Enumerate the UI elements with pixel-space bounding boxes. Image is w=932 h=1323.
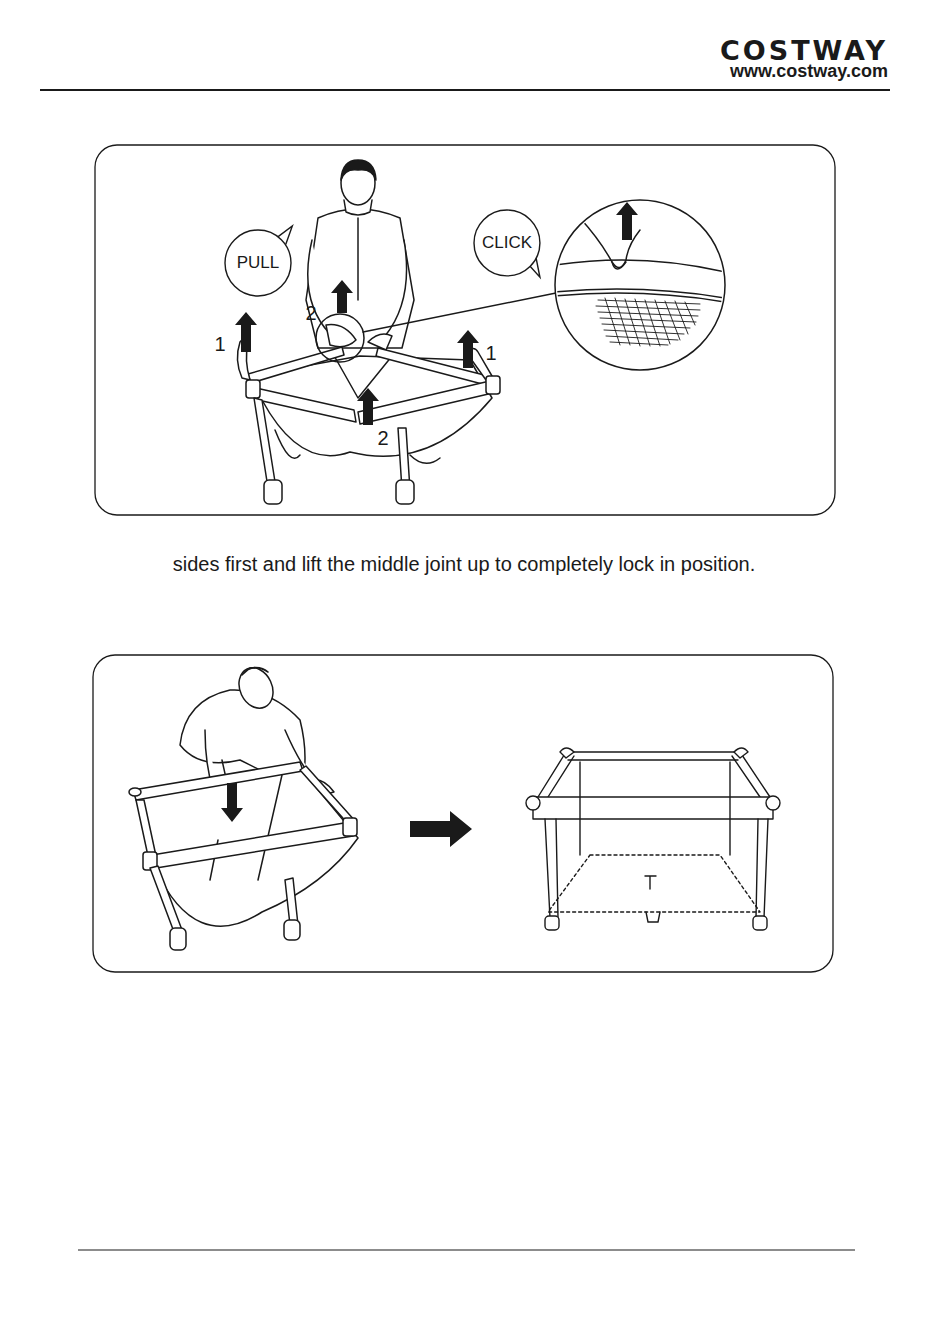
- line-art: [326, 325, 356, 347]
- callout-number: 1: [485, 342, 496, 364]
- crib-frame: [237, 293, 556, 504]
- panel-frames: [93, 145, 835, 972]
- line-art: [95, 145, 835, 515]
- line-art: [486, 376, 500, 394]
- line-art: [316, 314, 364, 362]
- line-art: [605, 298, 695, 346]
- bubble-circle: [474, 210, 540, 276]
- callout-number: 2: [305, 302, 316, 324]
- line-art: [646, 912, 660, 922]
- line-art: [756, 819, 768, 918]
- crib-half-open: [129, 762, 358, 950]
- line-art: [136, 800, 156, 856]
- line-art: [545, 916, 559, 930]
- line-art: [306, 209, 414, 348]
- line-art: [566, 752, 740, 760]
- line-art: [385, 240, 407, 336]
- line-art: [457, 330, 479, 368]
- speech-bubble: CLICK: [474, 210, 540, 276]
- line-art: [545, 819, 558, 918]
- line-art: [150, 866, 182, 932]
- line-art: [410, 455, 440, 463]
- line-art: [331, 280, 353, 313]
- line-art: [254, 398, 276, 488]
- line-art: [612, 262, 626, 269]
- line-art: [363, 293, 556, 332]
- line-art: [275, 430, 300, 458]
- line-art: [221, 783, 243, 822]
- bubble-text: PULL: [237, 253, 280, 273]
- line-art: [555, 200, 725, 370]
- line-art: [170, 928, 186, 950]
- line-art: [210, 775, 282, 880]
- callout-number: 2: [377, 427, 388, 449]
- line-art: [93, 655, 833, 972]
- line-art: [538, 752, 574, 797]
- line-art: [753, 916, 767, 930]
- crib-assembled: [526, 748, 780, 930]
- line-art: [560, 748, 574, 758]
- line-art: [40, 89, 890, 91]
- line-art: [616, 202, 638, 240]
- line-art: [396, 480, 414, 504]
- line-art: [580, 762, 730, 855]
- line-art: [596, 300, 700, 345]
- line-art: [548, 855, 760, 912]
- result-arrow: [410, 811, 472, 847]
- line-art: [256, 388, 356, 422]
- callout-number: 1: [214, 333, 225, 355]
- line-art: [285, 878, 298, 925]
- line-art: [78, 1249, 855, 1250]
- line-art: [341, 161, 375, 205]
- mesh-hatch: [596, 298, 700, 346]
- instruction-text: sides first and lift the middle joint up…: [173, 553, 756, 575]
- line-art: [343, 818, 357, 836]
- line-art: [358, 380, 497, 424]
- line-art: [555, 218, 725, 346]
- line-art: [129, 788, 141, 796]
- line-art: [233, 662, 280, 714]
- bubble-text-group: CLICK: [482, 233, 532, 253]
- speech-bubble: PULL: [225, 230, 291, 296]
- bubble-text: CLICK: [482, 233, 532, 253]
- line-art: [555, 260, 725, 272]
- line-art: [332, 352, 392, 398]
- line-art: [645, 876, 656, 889]
- line-art: [284, 920, 300, 940]
- press-arrow: [221, 783, 243, 822]
- bubble-text-group: PULL: [237, 253, 280, 273]
- magnified-detail: [555, 200, 725, 370]
- line-art: [357, 218, 359, 300]
- line-art: [146, 822, 353, 869]
- line-art: [300, 766, 356, 826]
- line-art: [357, 388, 379, 425]
- line-art: [246, 380, 260, 398]
- line-art: [264, 480, 282, 504]
- direction-arrows: [235, 202, 638, 425]
- line-art: [533, 797, 773, 819]
- brand-url: www.costway.com: [730, 62, 888, 82]
- line-art: [555, 293, 725, 302]
- line-art: [526, 796, 540, 810]
- line-art: [410, 811, 472, 847]
- line-art: [242, 668, 268, 676]
- line-art: [133, 762, 303, 800]
- page-rules: [40, 90, 890, 1250]
- line-art: [766, 796, 780, 810]
- line-art: [732, 752, 770, 797]
- bubble-circle: [225, 230, 291, 296]
- line-art: [235, 312, 257, 352]
- line-art: [368, 334, 392, 350]
- line-art: [248, 347, 344, 383]
- line-art: [734, 748, 748, 758]
- line-art: [341, 160, 376, 180]
